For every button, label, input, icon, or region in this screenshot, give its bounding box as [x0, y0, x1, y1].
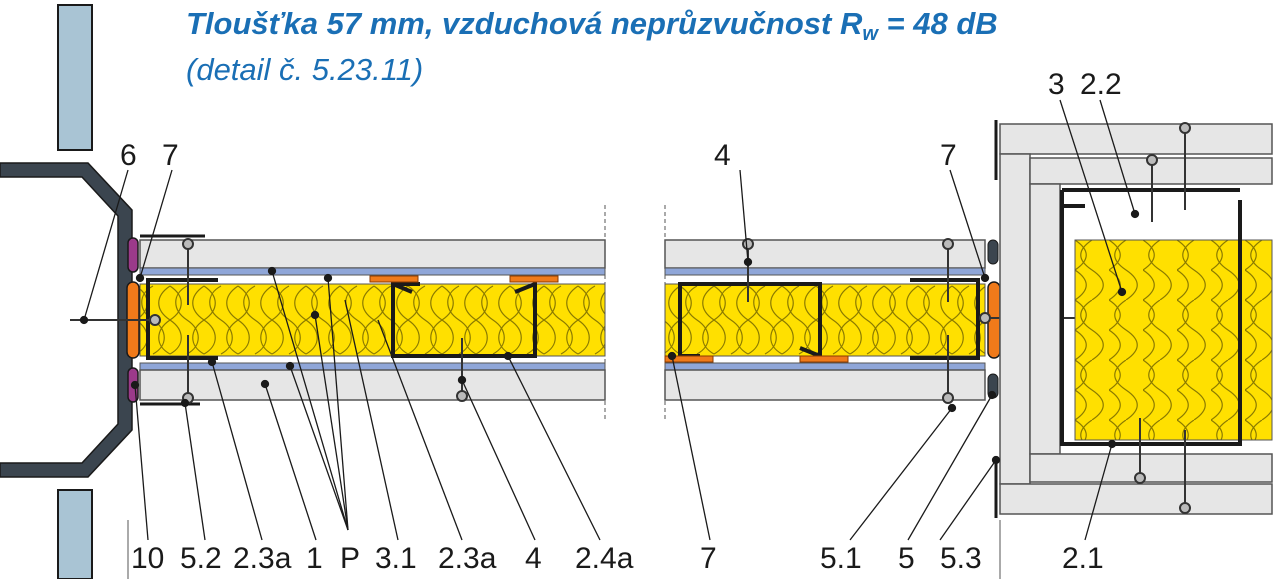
- label-7-left: 7: [162, 139, 179, 172]
- label-5-2: 5.2: [180, 542, 222, 575]
- label-5-1: 5.1: [820, 542, 862, 575]
- title-subscript: w: [862, 23, 878, 45]
- partition-panel-left: [70, 205, 606, 420]
- title-value: = 48 dB: [877, 6, 998, 41]
- section-boundaries: [127, 520, 1001, 579]
- label-2-3a-first: 2.3a: [233, 542, 292, 575]
- label-2-4a: 2.4a: [575, 542, 634, 575]
- label-3-1: 3.1: [375, 542, 417, 575]
- label-P: P: [340, 542, 360, 575]
- label-7-right: 7: [940, 139, 957, 172]
- label-2-3a-second: 2.3a: [438, 542, 497, 575]
- title: Tloušťka 57 mm, vzduchová neprůzvučnost …: [186, 6, 998, 46]
- label-5-3: 5.3: [940, 542, 982, 575]
- label-4-bottom: 4: [525, 542, 542, 575]
- label-10: 10: [131, 542, 164, 575]
- label-2-2: 2.2: [1080, 68, 1122, 101]
- label-3: 3: [1048, 68, 1065, 101]
- adjacent-wall-left: [57, 4, 93, 579]
- label-7-bottom: 7: [700, 542, 717, 575]
- leader-lines: [79, 99, 1140, 541]
- label-4-top: 4: [714, 139, 731, 172]
- shaft-wall-right: [994, 120, 1273, 518]
- label-1: 1: [306, 542, 323, 575]
- steel-column-profile: [0, 162, 133, 478]
- partition-panel-middle: [664, 205, 1105, 420]
- detail-subtitle: (detail č. 5.23.11): [186, 52, 424, 87]
- label-6: 6: [120, 139, 137, 172]
- label-2-1: 2.1: [1062, 542, 1104, 575]
- title-main: Tloušťka 57 mm, vzduchová neprůzvučnost …: [186, 6, 863, 41]
- label-5: 5: [898, 542, 915, 575]
